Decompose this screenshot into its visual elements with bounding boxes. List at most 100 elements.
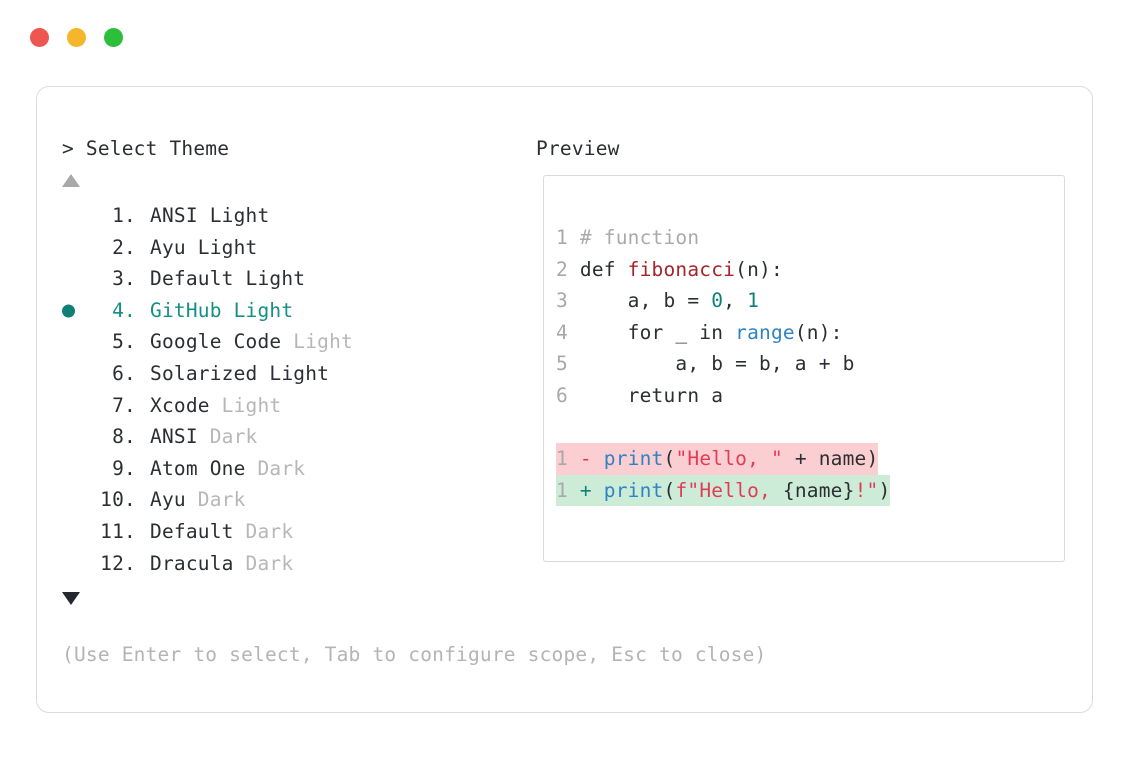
theme-item-name: Atom One <box>150 456 246 480</box>
theme-list-item[interactable]: 4.GitHub Light <box>37 295 507 327</box>
code-token: for _ in <box>579 320 736 344</box>
selection-bullet-slot <box>62 399 75 412</box>
scroll-up-arrow-icon[interactable] <box>62 174 80 187</box>
code-token: ( <box>663 478 676 502</box>
code-token: print <box>603 478 664 502</box>
theme-item-number: 12. <box>100 551 136 575</box>
theme-item-variant: Dark <box>245 519 294 543</box>
selection-bullet-slot <box>62 367 75 380</box>
line-number: 1 <box>556 226 580 249</box>
theme-item-label: ANSI Light <box>150 206 269 226</box>
theme-item-number: 1. <box>112 204 136 228</box>
theme-item-label: Ayu Light <box>150 235 258 259</box>
code-line: 2 def fibonacci(n): <box>556 254 783 286</box>
diff-line: 1 - print("Hello, " + name) <box>556 443 879 475</box>
theme-item-number: 6. <box>112 362 136 386</box>
theme-item-variant: Light <box>293 330 353 354</box>
theme-item-variant: Light <box>197 235 258 259</box>
theme-item-name: Google Code <box>150 330 282 354</box>
theme-list-item[interactable]: 8. ANSI Dark <box>37 421 507 453</box>
theme-item-name: Default <box>150 519 234 543</box>
theme-item-name: ANSI <box>150 425 198 449</box>
selection-bullet-slot <box>62 241 75 254</box>
theme-item-number: 8. <box>112 425 136 449</box>
page-title: > Select Theme <box>62 137 230 160</box>
theme-item-number: 7. <box>112 393 136 417</box>
code-token: + name) <box>782 447 879 471</box>
close-button[interactable] <box>30 28 49 47</box>
code-line: 4 for _ in range(n): <box>556 317 843 349</box>
theme-item-variant: Dark <box>209 425 258 449</box>
theme-item-label: Xcode Light <box>150 393 282 417</box>
minimize-button[interactable] <box>67 28 86 47</box>
theme-list-item[interactable]: 10. Ayu Dark <box>37 484 507 516</box>
code-token: ( <box>663 447 676 471</box>
theme-item-number: 11. <box>100 519 136 543</box>
line-number: 2 <box>556 257 580 281</box>
diff-block: 1 - print("Hello, " + name)1 + print(f"H… <box>556 443 891 507</box>
theme-item-label: Dracula Dark <box>150 551 294 575</box>
theme-list-item[interactable]: 6.Solarized Light <box>37 358 507 390</box>
line-number: 6 <box>556 383 580 407</box>
code-line: 6 return a <box>556 380 723 412</box>
theme-list-item[interactable]: 5. Google Code Light <box>37 326 507 358</box>
theme-list-item[interactable]: 1. ANSI Light <box>37 200 507 232</box>
code-token: def <box>579 257 628 281</box>
theme-list-item[interactable]: 7. Xcode Light <box>37 390 507 422</box>
code-token: fibonacci <box>627 257 736 281</box>
code-token: !" <box>854 478 879 502</box>
selection-bullet-icon <box>62 304 75 318</box>
keyboard-hint: (Use Enter to select, Tab to configure s… <box>62 643 767 666</box>
theme-item-name: Default <box>150 267 234 291</box>
theme-list-item[interactable]: 12. Dracula Dark <box>37 548 507 580</box>
theme-item-label: Google Code Light <box>150 332 353 352</box>
selection-bullet-slot <box>62 494 75 507</box>
code-token: (n): <box>735 257 783 281</box>
code-token: a, b = b, a + b <box>579 352 855 376</box>
scroll-down-arrow-icon[interactable] <box>62 592 80 605</box>
theme-item-name: Solarized <box>150 362 258 386</box>
theme-item-number: 9. <box>112 456 136 480</box>
code-token: 0 <box>711 289 724 313</box>
theme-list-item[interactable]: 11. Default Dark <box>37 516 507 548</box>
code-token: "Hello, " <box>675 447 783 471</box>
theme-item-variant: Light <box>233 298 294 322</box>
theme-item-label: Ayu Dark <box>150 490 246 510</box>
code-token: (n): <box>794 320 843 344</box>
code-token: 1 <box>747 289 760 313</box>
theme-item-name: Dracula <box>150 551 234 575</box>
code-line: 5 a, b = b, a + b <box>556 348 855 380</box>
theme-item-name: Ayu <box>150 235 186 259</box>
theme-item-number: 10. <box>100 488 136 512</box>
code-token: return a <box>579 383 724 407</box>
code-token: a, b = <box>579 289 712 313</box>
theme-item-number: 5. <box>112 330 136 354</box>
line-number: 1 <box>556 447 580 471</box>
code-token: print <box>603 447 664 471</box>
theme-item-variant: Dark <box>245 551 294 575</box>
theme-item-name: Ayu <box>150 488 186 512</box>
theme-item-variant: Dark <box>257 456 306 480</box>
maximize-button[interactable] <box>104 28 123 47</box>
theme-item-name: ANSI <box>150 204 198 228</box>
theme-list-item[interactable]: 2.Ayu Light <box>37 232 507 264</box>
line-number: 5 <box>556 352 580 376</box>
theme-list-item[interactable]: 9. Atom One Dark <box>37 453 507 485</box>
theme-item-label: Atom One Dark <box>150 459 305 479</box>
selection-bullet-slot <box>62 209 75 222</box>
line-number: 3 <box>556 289 580 313</box>
theme-item-variant: Light <box>221 393 282 417</box>
theme-list-item[interactable]: 3.Default Light <box>37 263 507 295</box>
selection-bullet-slot <box>62 525 75 538</box>
diff-marker: - <box>579 447 592 471</box>
diff-marker: + <box>579 478 592 502</box>
line-number: 1 <box>556 478 580 502</box>
selection-bullet-slot <box>62 304 75 318</box>
code-token: f"Hello, <box>675 478 783 502</box>
code-token: # function <box>579 226 700 249</box>
theme-item-label: Default Dark <box>150 522 293 542</box>
